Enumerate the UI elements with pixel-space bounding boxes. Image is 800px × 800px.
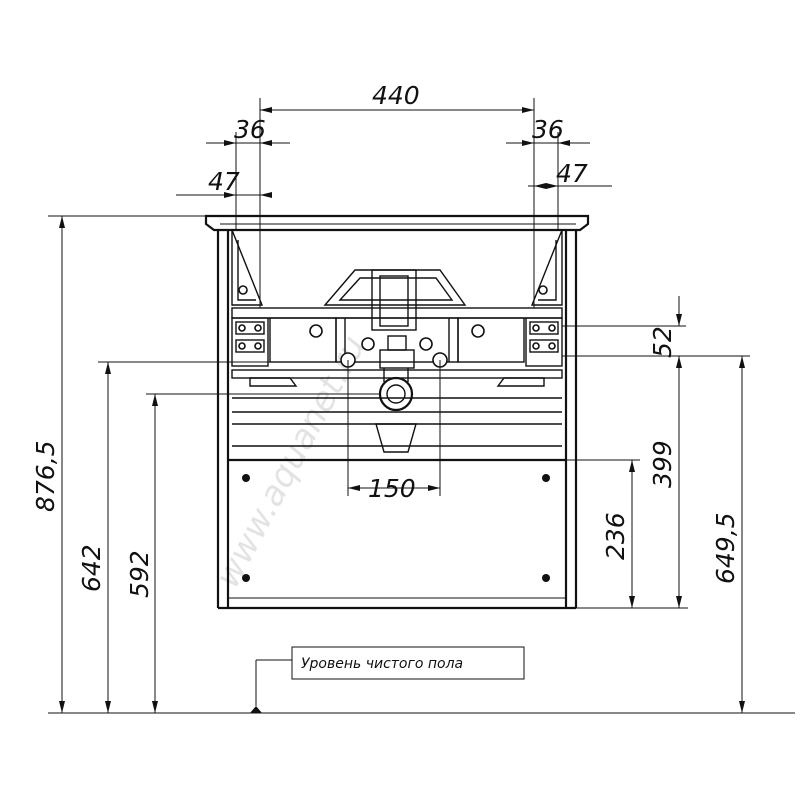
mounting-hole: [361, 337, 375, 351]
mounting-hole: [419, 337, 433, 351]
siphon-trap: [378, 376, 414, 412]
screw: [542, 574, 550, 582]
dim-52: 52: [648, 326, 677, 358]
right-hinge-block: [525, 317, 563, 367]
screw: [242, 574, 250, 582]
dim-150: 150: [368, 474, 416, 503]
dim-47-left: 47: [208, 167, 240, 196]
dim-592: 592: [125, 550, 154, 598]
floor-label: Уровень чистого пола: [301, 656, 463, 672]
dim-399: 399: [648, 440, 677, 488]
center-panel: [335, 317, 459, 363]
siphon-body: [379, 349, 415, 369]
siphon-neck: [371, 269, 417, 331]
right-bracket: [530, 229, 563, 306]
screw: [542, 474, 550, 482]
mounting-hole: [309, 324, 323, 338]
watermark: www.aquanet.ru: [208, 329, 374, 594]
dim-876-5: 876,5: [31, 440, 60, 512]
dim-440: 440: [372, 81, 420, 110]
siphon-outlet: [375, 423, 417, 453]
dim-642: 642: [77, 544, 106, 592]
right-panel: [457, 317, 525, 363]
mounting-hole: [471, 324, 485, 338]
dim-36-left: 36: [234, 115, 266, 144]
screw: [242, 474, 250, 482]
siphon-funnel: [323, 269, 467, 306]
middle-rail: [231, 369, 563, 379]
floor-label-box: [291, 646, 525, 680]
dim-36-right: 36: [532, 115, 564, 144]
countertop: [204, 214, 590, 232]
dim-649-5: 649,5: [711, 512, 740, 584]
dim-236: 236: [601, 512, 630, 560]
left-hinge-block: [231, 317, 269, 367]
dim-47-right: 47: [556, 159, 588, 188]
left-bracket: [231, 229, 264, 306]
floor-marker: [250, 706, 262, 713]
upper-rail: [231, 307, 563, 319]
